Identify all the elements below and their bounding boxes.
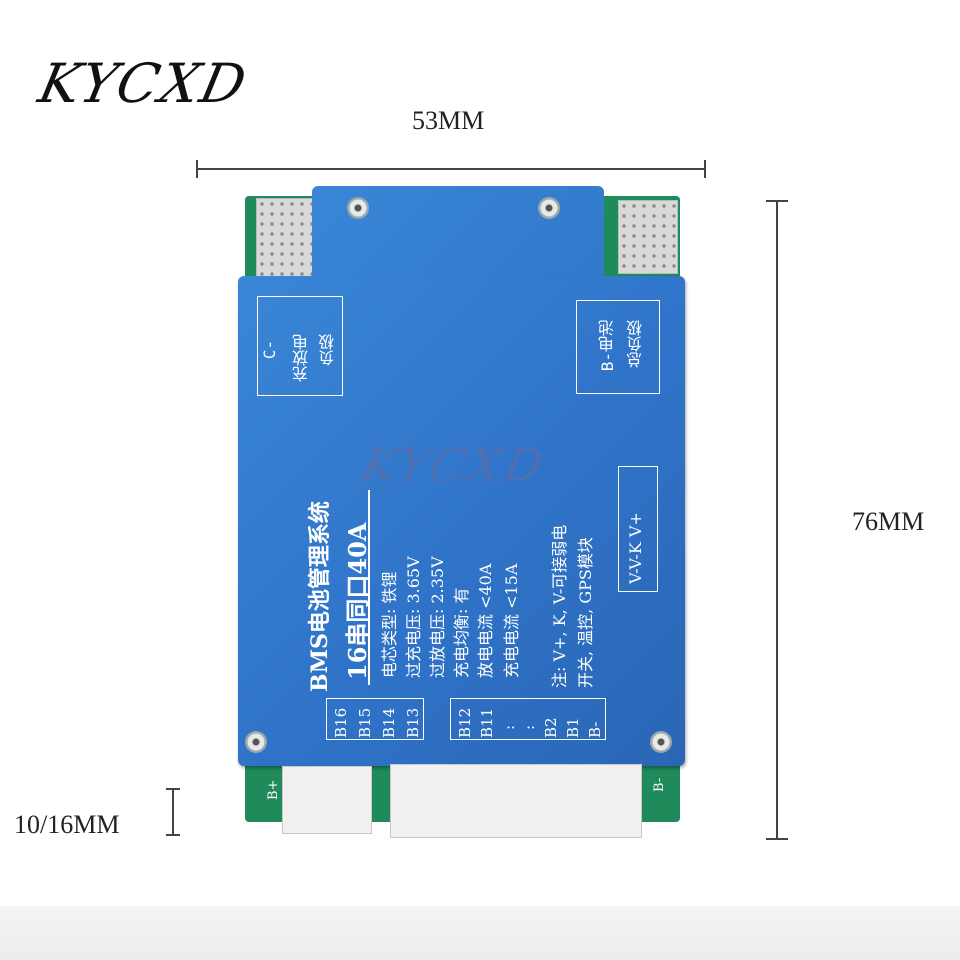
corner-left-line3: 负极 [318, 334, 337, 366]
balance-b1: B1 [564, 717, 582, 738]
screw-top-right [538, 197, 560, 219]
thickness-tick-top [166, 788, 180, 790]
screw-bottom-left [245, 731, 267, 753]
balance-dots-2: : [520, 724, 538, 730]
balance-dots-1: : [500, 724, 518, 730]
spec-line-4: 充电均衡: 有 [452, 587, 471, 678]
heatsink-plate [238, 276, 685, 766]
balance-b11: B11 [478, 707, 496, 738]
balance-b13: B13 [404, 707, 422, 738]
side-label: V-V-K V+ [626, 512, 645, 584]
width-line [196, 168, 706, 170]
side-label-box [618, 466, 658, 592]
screw-bottom-right [650, 731, 672, 753]
height-tick-bottom [766, 838, 788, 840]
corner-left-line2: 充放电 [292, 334, 311, 382]
thickness-line [172, 788, 174, 836]
corner-box-right [576, 300, 660, 394]
corner-right-line1: B-电池 [598, 320, 617, 372]
corner-left-line1: C- [260, 340, 279, 360]
bplus-label: B+ [266, 779, 281, 800]
width-tick-left [196, 160, 198, 178]
balance-b16: B16 [332, 707, 350, 738]
balance-b2: B2 [542, 717, 560, 738]
width-label: 53MM [412, 106, 485, 135]
title-divider [368, 490, 370, 685]
watermark-logo: KYCXD [356, 438, 551, 492]
corner-right-line2: 总负极 [626, 320, 645, 368]
balance-box-right [450, 698, 606, 740]
balance-b15: B15 [356, 707, 374, 738]
connector-small [282, 766, 372, 834]
height-tick-top [766, 200, 788, 202]
solder-pad-right [618, 200, 678, 274]
spec-line-5: 放电电流 <40A [476, 563, 495, 678]
connector-large [390, 764, 642, 838]
solder-pad-left [256, 198, 316, 280]
spec-line-1: 电芯类型: 铁锂 [380, 571, 399, 678]
brand-logo: KYCXD [33, 52, 254, 115]
corner-box-left [257, 296, 343, 396]
spec-line-8: 开关, 温控, GPS模块 [576, 537, 595, 688]
balance-bminus: B- [586, 721, 604, 738]
balance-b14: B14 [380, 707, 398, 738]
bminus-label: B- [652, 777, 667, 792]
width-tick-right [704, 160, 706, 178]
height-label: 76MM [852, 507, 925, 536]
spec-line-3: 过放电压: 2.35V [428, 556, 447, 678]
spec-line-2: 过充电压: 3.65V [404, 556, 423, 678]
spec-line-7: 注: V+, K, V-可接弱电 [550, 524, 569, 688]
thickness-label: 10/16MM [14, 810, 120, 839]
balance-box-left [326, 698, 424, 740]
bottom-band [0, 906, 960, 960]
height-line [776, 200, 778, 840]
board-title: BMS电池管理系统 [307, 501, 333, 692]
thickness-tick-bottom [166, 834, 180, 836]
spec-line-6: 充电电流 <15A [502, 563, 521, 678]
balance-b12: B12 [456, 707, 474, 738]
screw-top-left [347, 197, 369, 219]
